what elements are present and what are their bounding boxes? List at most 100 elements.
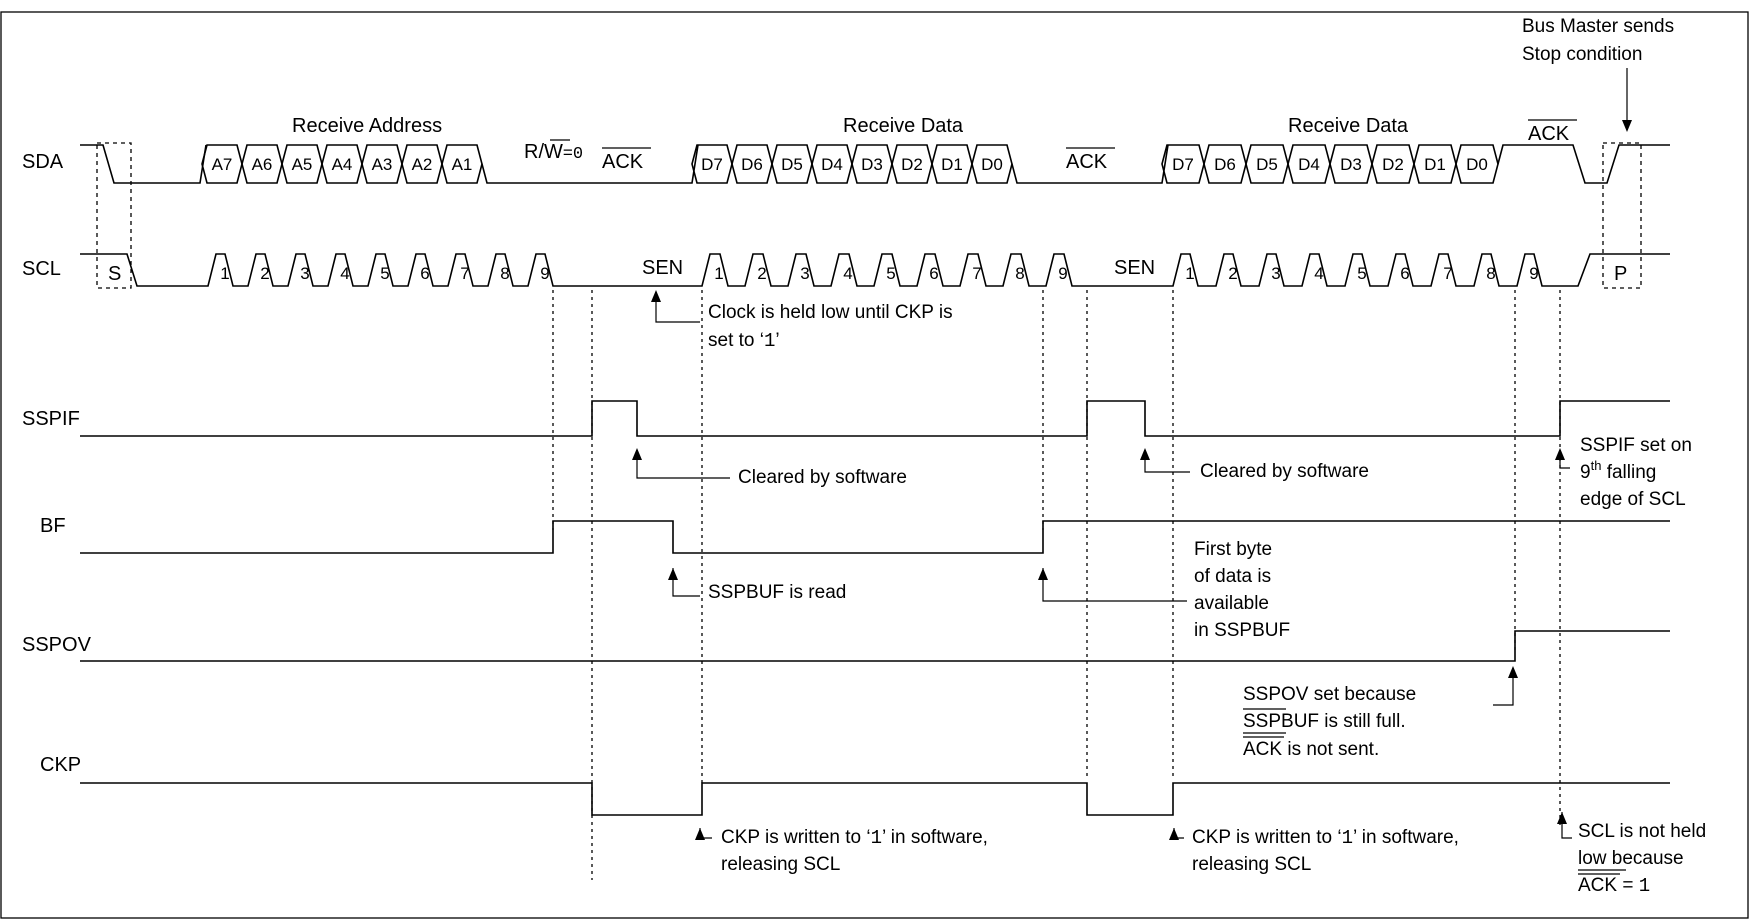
sda-bit-label: A7 (212, 155, 233, 174)
svg-text:SSPOV set because: SSPOV set because (1243, 684, 1416, 705)
stop-condition-box (1602, 142, 1642, 289)
sda-bit-label: D5 (1256, 155, 1278, 174)
scl-count-label: 8 (1486, 264, 1495, 283)
svg-text:releasing SCL: releasing SCL (721, 854, 840, 875)
svg-text:ACK is not sent.: ACK is not sent. (1243, 739, 1379, 760)
svg-text:Clock is held low until CKP is: Clock is held low until CKP is (708, 302, 953, 323)
signal-label-scl: SCL (22, 258, 61, 280)
scl-count-label: 4 (843, 264, 852, 283)
signal-label-ckp: CKP (40, 754, 81, 776)
signal-label-sspif: SSPIF (22, 408, 80, 430)
sda-bit-label: A2 (412, 155, 433, 174)
scl-count-label: 5 (1357, 264, 1366, 283)
start-label: S (108, 263, 121, 285)
svg-text:CKP is written to ‘1’ in softw: CKP is written to ‘1’ in software, (1192, 827, 1459, 849)
sda-bit-label: D4 (1298, 155, 1320, 174)
sda-bit-label: D3 (1340, 155, 1362, 174)
svg-text:SCL is not held: SCL is not held (1578, 821, 1706, 842)
svg-text:9th falling: 9th falling (1580, 458, 1656, 483)
sda-bit-label: D3 (861, 155, 883, 174)
timing-guides (552, 290, 1561, 880)
rw-label: R/W=0 (524, 141, 583, 164)
scl-count-label: 9 (540, 264, 549, 283)
scl-count-label: 2 (260, 264, 269, 283)
sda-bit-label: A5 (292, 155, 313, 174)
svg-text:First byte: First byte (1194, 539, 1272, 560)
heading-receive-data-1: Receive Data (843, 115, 964, 137)
scl-count-label: 6 (1400, 264, 1409, 283)
sda-ack-3 (1497, 144, 1670, 184)
svg-text:Cleared by software: Cleared by software (738, 467, 907, 488)
annotation-ckp-written-2: CKP is written to ‘1’ in software, relea… (1169, 827, 1459, 875)
ack-label-3: ACK (1528, 123, 1570, 145)
svg-text:set to ‘1’: set to ‘1’ (708, 330, 780, 352)
svg-text:in SSPBUF: in SSPBUF (1194, 620, 1290, 641)
annotation-sspbuf-read: SSPBUF is read (668, 568, 846, 603)
signal-label-bf: BF (40, 515, 66, 537)
bus-master-note-line2: Stop condition (1522, 44, 1642, 65)
scl-count-label: 1 (220, 264, 229, 283)
scl-count-label: 9 (1529, 264, 1538, 283)
sda-bit-label: D0 (1466, 155, 1488, 174)
scl-count-label: 6 (929, 264, 938, 283)
start-condition-box (96, 142, 132, 289)
ckp-waveform (80, 782, 1670, 816)
scl-count-label: 5 (380, 264, 389, 283)
bus-master-arrowhead (1622, 120, 1632, 132)
scl-count-label: 1 (1185, 264, 1194, 283)
scl-count-label: 7 (1443, 264, 1452, 283)
sda-ack-1 (481, 144, 699, 184)
scl-count-label: 3 (1271, 264, 1280, 283)
scl-count-label: 7 (972, 264, 981, 283)
annotation-scl-not-held: SCL is not held low because ACK = 1 (1557, 812, 1706, 897)
sda-bit-label: D1 (941, 155, 963, 174)
scl-count-label: 9 (1058, 264, 1067, 283)
svg-text:ACK = 1: ACK = 1 (1578, 875, 1650, 897)
bf-waveform (80, 520, 1670, 554)
sda-bit-label: D6 (1214, 155, 1236, 174)
sda-bit-label: D7 (1172, 155, 1194, 174)
sda-bit-label: D1 (1424, 155, 1446, 174)
annotation-first-byte: First byte of data is available in SSPBU… (1038, 539, 1290, 641)
svg-text:SSPBUF is read: SSPBUF is read (708, 582, 846, 603)
svg-text:releasing SCL: releasing SCL (1192, 854, 1311, 875)
ack-label-2: ACK (1066, 151, 1108, 173)
sda-bit-label: A3 (372, 155, 393, 174)
svg-text:SSPIF set on: SSPIF set on (1580, 435, 1692, 456)
scl-count-label: 4 (1314, 264, 1323, 283)
scl-count-label: 1 (714, 264, 723, 283)
scl-count-label: 8 (1015, 264, 1024, 283)
ack-label-1: ACK (602, 151, 644, 173)
svg-text:available: available (1194, 593, 1269, 614)
scl-count-label: 3 (300, 264, 309, 283)
start-label-bg (104, 262, 126, 284)
svg-text:low because: low because (1578, 848, 1684, 869)
svg-text:Cleared by software: Cleared by software (1200, 461, 1369, 482)
stop-label: P (1614, 263, 1627, 285)
scl-count-label: 7 (460, 264, 469, 283)
sda-bit-label: A4 (332, 155, 353, 174)
annotation-cleared-by-software-1: Cleared by software (632, 448, 907, 488)
svg-text:SSPBUF is still full.: SSPBUF is still full. (1243, 711, 1406, 732)
annotation-ckp-written-1: CKP is written to ‘1’ in software, relea… (695, 827, 988, 875)
scl-count-label: 5 (886, 264, 895, 283)
bus-master-note-line1: Bus Master sends (1522, 16, 1674, 37)
signal-label-sda: SDA (22, 151, 64, 173)
stop-label-bg (1611, 262, 1633, 284)
sda-bit-label: D6 (741, 155, 763, 174)
sda-ack-2 (1011, 144, 1169, 184)
sda-bit-label: D2 (901, 155, 923, 174)
scl-count-label: 8 (500, 264, 509, 283)
scl-count-label: 3 (800, 264, 809, 283)
svg-text:of data is: of data is (1194, 566, 1271, 587)
annotation-cleared-by-software-2: Cleared by software (1140, 448, 1369, 482)
scl-count-label: 4 (340, 264, 349, 283)
scl-count-label: 6 (420, 264, 429, 283)
sda-bit-label: D5 (781, 155, 803, 174)
sda-bit-label: D2 (1382, 155, 1404, 174)
diagram-frame (0, 11, 1749, 919)
signal-label-sspov: SSPOV (22, 634, 92, 656)
sda-bit-label: D0 (981, 155, 1003, 174)
